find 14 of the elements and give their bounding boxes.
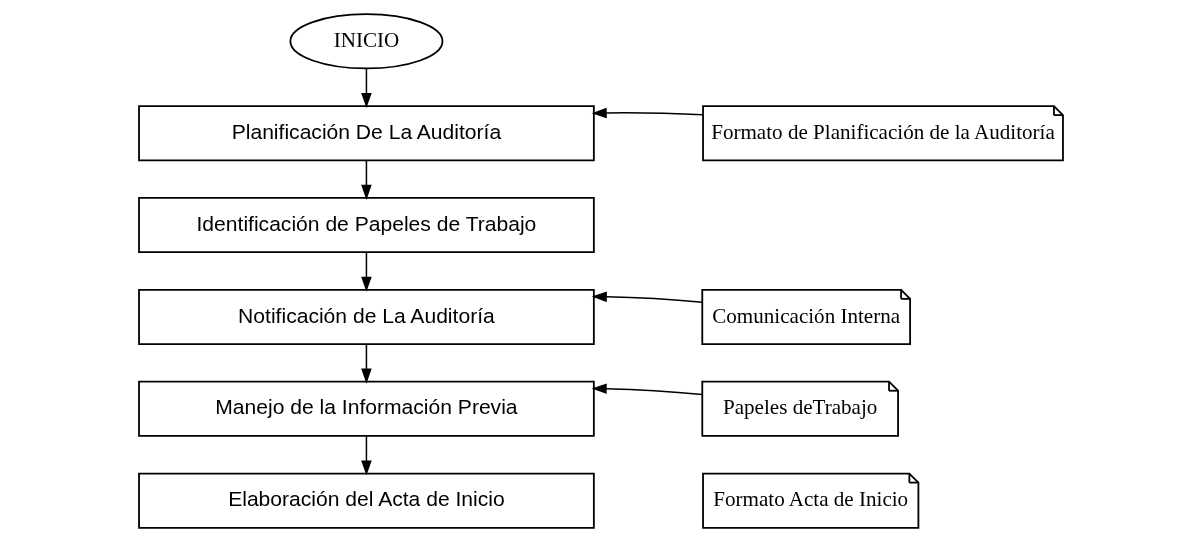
node-box: Manejo de la Información Previa (137, 380, 595, 437)
node-ellipse: INICIO (288, 13, 443, 70)
arrow (360, 343, 372, 384)
arrow (360, 435, 372, 476)
node-box: Elaboración del Acta de Inicio (137, 472, 595, 529)
arrow (591, 291, 703, 303)
arrow (360, 159, 372, 200)
node-box: Planificación De La Auditoría (137, 105, 595, 162)
arrow (360, 251, 372, 292)
arrow (360, 67, 372, 109)
node-box: Notificación de La Auditoría (137, 288, 595, 345)
node-box: Identificación de Papeles de Trabajo (137, 197, 595, 254)
arrow (591, 383, 703, 396)
arrow (591, 107, 704, 119)
